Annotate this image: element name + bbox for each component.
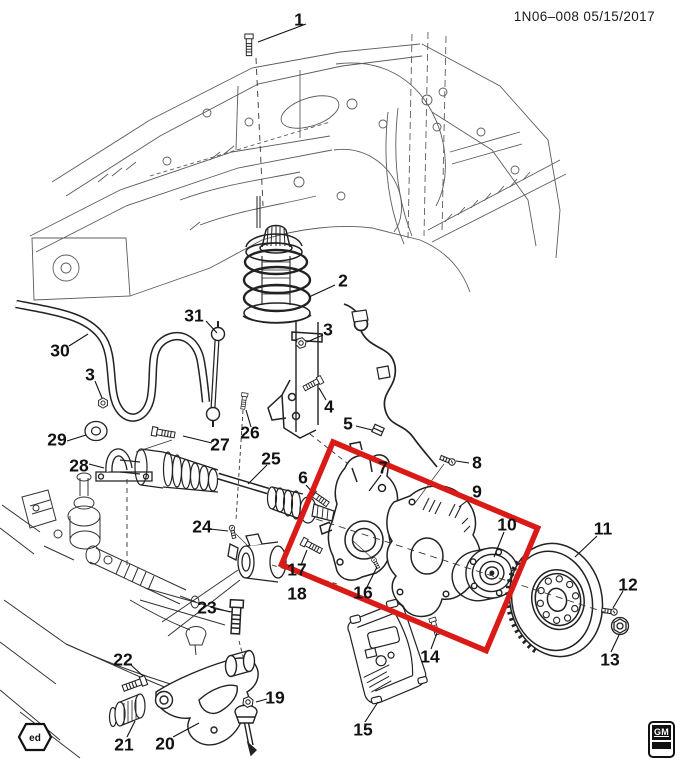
leader-lines — [66, 23, 624, 738]
axle-nut-13 — [610, 616, 630, 636]
callout-18: 18 — [287, 583, 307, 604]
drawing-number: 1N06–008 05/15/2017 — [513, 9, 655, 24]
bolt-23 — [227, 598, 245, 635]
callout-4: 4 — [324, 396, 334, 417]
brake-caliper — [347, 598, 428, 705]
control-arm-bushing-front — [108, 693, 146, 728]
callout-13: 13 — [600, 649, 620, 670]
callout-8: 8 — [472, 452, 482, 473]
callout-1: 1 — [294, 9, 304, 30]
gm-logo: GM — [648, 721, 675, 758]
callout-10: 10 — [497, 514, 517, 535]
callout-23: 23 — [197, 597, 217, 618]
ed-badge-label: ed — [29, 733, 41, 744]
rotor-screw-12 — [600, 606, 619, 617]
callout-19: 19 — [265, 687, 285, 708]
callout-12: 12 — [618, 574, 638, 595]
screw-8 — [438, 453, 457, 467]
callout-5: 5 — [343, 413, 353, 434]
callout-15: 15 — [353, 719, 373, 740]
bolt-27 — [150, 426, 176, 440]
harness-clip-5 — [371, 423, 385, 437]
cv-axle — [119, 448, 335, 524]
nut-3-lower — [98, 397, 108, 409]
fasteners — [98, 33, 630, 709]
stabilizer-bracket — [95, 448, 153, 482]
callout-31: 31 — [184, 305, 204, 326]
strut-and-spring — [242, 196, 323, 439]
nut-3-upper — [294, 336, 308, 350]
callout-6: 6 — [298, 467, 308, 488]
bracket-bolt-4 — [301, 375, 325, 393]
callout-20: 20 — [155, 733, 175, 754]
callout-29: 29 — [47, 429, 67, 450]
bolt-22 — [121, 675, 149, 694]
splash-shield — [386, 485, 482, 618]
brake-rotor — [505, 542, 604, 658]
callout-22: 22 — [113, 649, 133, 670]
callout-2: 2 — [338, 270, 348, 291]
callout-24: 24 — [192, 516, 212, 537]
callout-14: 14 — [420, 646, 440, 667]
stabilizer-link — [205, 321, 226, 427]
control-arm-bushing-rear — [227, 533, 287, 583]
gm-logo-bar — [652, 742, 671, 749]
steering-knuckle — [319, 441, 399, 581]
callout-7: 7 — [378, 457, 388, 478]
bolt-26 — [239, 392, 249, 410]
callout-17: 17 — [287, 559, 307, 580]
callout-3-lower: 3 — [85, 364, 95, 385]
wheel-speed-sensor — [343, 303, 438, 468]
stabilizer-bar — [15, 299, 211, 482]
highlight-box — [277, 438, 542, 655]
gm-logo-text: GM — [652, 725, 671, 740]
callout-26: 26 — [240, 422, 260, 443]
callout-16: 16 — [353, 582, 373, 603]
screw-24 — [228, 524, 238, 540]
callout-3-upper: 3 — [323, 319, 333, 340]
ed-badge: ed — [17, 722, 53, 752]
strut-mount-bolt — [244, 33, 254, 57]
callout-25: 25 — [261, 448, 281, 469]
control-arm — [154, 649, 259, 757]
callout-28: 28 — [69, 455, 89, 476]
callout-21: 21 — [114, 734, 134, 755]
callout-9: 9 — [472, 481, 482, 502]
callout-30: 30 — [50, 340, 70, 361]
callout-27: 27 — [210, 434, 230, 455]
callout-11: 11 — [593, 518, 613, 539]
bolt-17 — [299, 536, 324, 556]
body-frame — [29, 31, 567, 301]
